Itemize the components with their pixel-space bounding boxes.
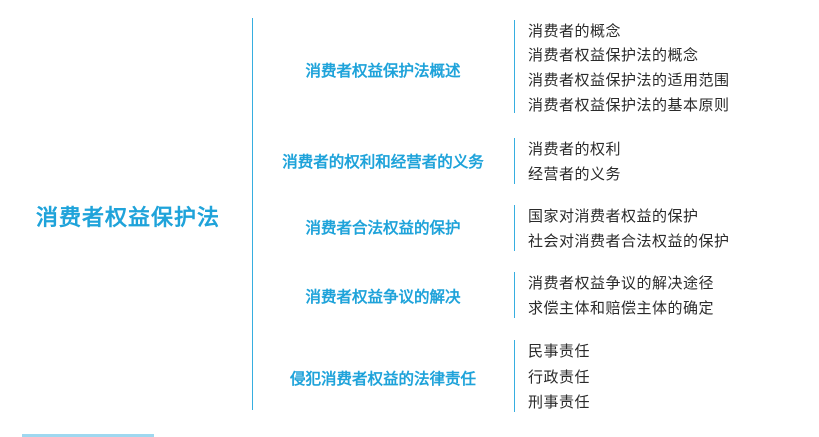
branch-item: 社会对消费者合法权益的保护	[528, 232, 730, 250]
bottom-accent-bar	[22, 434, 154, 437]
root-title: 消费者权益保护法	[36, 206, 221, 231]
branch-bracket-line	[514, 20, 515, 113]
branch-item: 经营者的义务	[528, 165, 622, 183]
branch-item: 消费者权益争议的解决途径	[528, 274, 715, 292]
branch-item: 消费者权益保护法的基本原则	[528, 96, 730, 114]
branch-item: 国家对消费者权益的保护	[528, 207, 699, 225]
branch-item: 求偿主体和赔偿主体的确定	[528, 299, 715, 317]
branch-item: 行政责任	[528, 368, 591, 386]
branch-title: 侵犯消费者权益的法律责任	[289, 370, 476, 388]
branch-bracket-line	[514, 340, 515, 412]
branch-title: 消费者合法权益的保护	[305, 219, 461, 237]
branch-title: 消费者权益争议的解决	[305, 288, 461, 306]
main-bracket-line	[252, 18, 253, 410]
branch-item: 消费者的概念	[528, 22, 622, 40]
branch-bracket-line	[514, 205, 515, 251]
branch-item: 消费者权益保护法的适用范围	[528, 71, 730, 89]
branch-item: 消费者权益保护法的概念	[528, 46, 699, 64]
branch-title: 消费者权益保护法概述	[305, 62, 461, 80]
branch-bracket-line	[514, 272, 515, 318]
branch-title: 消费者的权利和经营者的义务	[282, 153, 484, 171]
branch-item: 消费者的权利	[528, 140, 622, 158]
branch-item: 刑事责任	[528, 393, 591, 411]
branch-bracket-line	[514, 138, 515, 184]
branch-item: 民事责任	[528, 342, 591, 360]
